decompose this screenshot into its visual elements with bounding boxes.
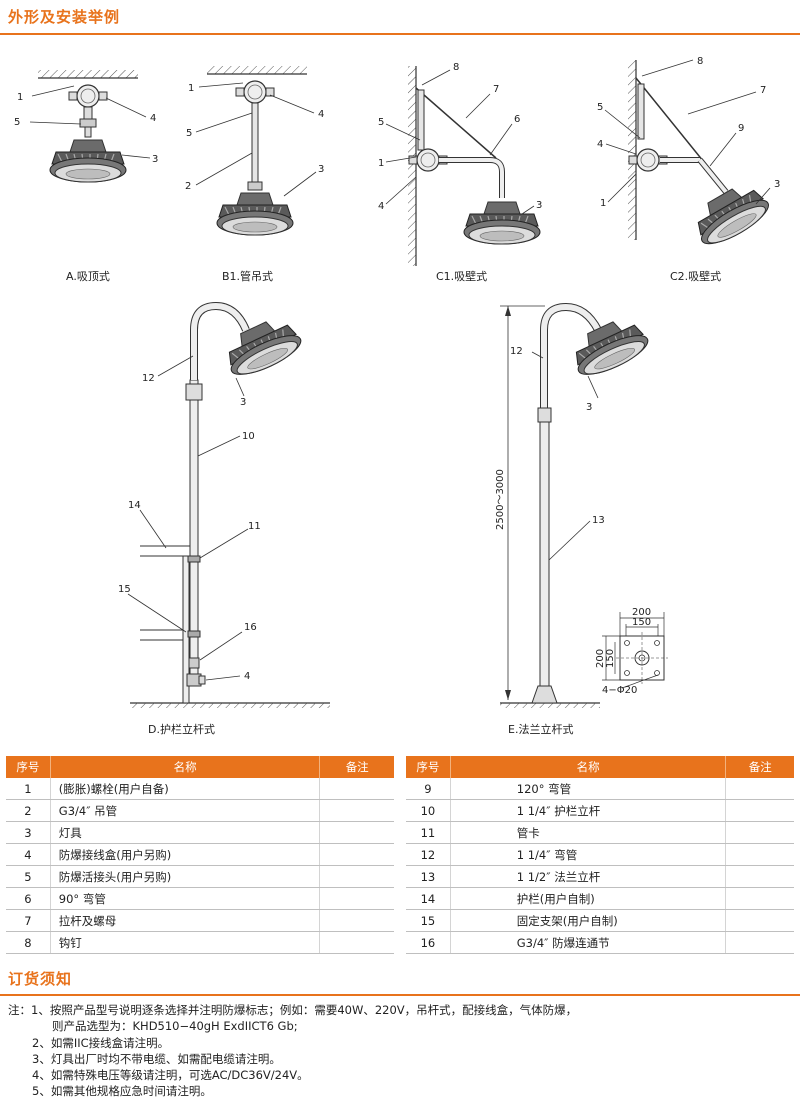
- callout-label: 5: [14, 117, 20, 128]
- callout-label: 3: [240, 397, 246, 408]
- callout-label: 3: [152, 154, 158, 165]
- diagram-e: 2500～3000 12 3 13 E.法兰立杆式: [495, 302, 668, 736]
- callout-label: 8: [453, 62, 459, 73]
- callout-label: 8: [697, 56, 703, 67]
- callout-label: 5: [378, 117, 384, 128]
- callout-label: 16: [244, 622, 257, 633]
- diagram-c1: 8 5 1 4 7 6 3 C1.吸壁式: [378, 62, 542, 283]
- section-divider: [0, 994, 800, 996]
- diagram-d: 12 3 10 14 11 15 16 4 D.护栏立杆式: [118, 301, 330, 736]
- callout-label: 1: [600, 198, 606, 209]
- callout-label: 14: [128, 500, 141, 511]
- header-name: 名称: [50, 756, 321, 778]
- note-line: 注：1、按照产品型号说明逐条选择并注明防爆标志；例如：需要40W、220V，吊杆…: [8, 1003, 578, 1017]
- note-line: 5、如需其他规格应急时间请注明。: [32, 1084, 212, 1099]
- table-row: 1(膨胀)螺栓(用户自备): [6, 778, 394, 800]
- callout-label: 5: [186, 128, 192, 139]
- callout-label: 3: [318, 164, 324, 175]
- section-divider: [0, 33, 800, 35]
- header-name: 名称: [450, 756, 727, 778]
- caption-b1: B1.管吊式: [222, 269, 273, 283]
- callout-label: 4: [378, 201, 384, 212]
- diagram-b1: 1 5 4 2 3 B1.管吊式: [185, 66, 324, 283]
- callout-label: 5: [597, 102, 603, 113]
- callout-label: 3: [586, 402, 592, 413]
- header-note: 备注: [319, 756, 394, 778]
- callout-label: 3: [536, 200, 542, 211]
- callout-label: 12: [142, 373, 155, 384]
- callout-label: 1: [188, 83, 194, 94]
- note-line: 4、如需特殊电压等级请注明，可选AC/DC36V/24V。: [32, 1068, 309, 1083]
- callout-label: 4: [244, 671, 250, 682]
- callout-label: 2: [185, 181, 191, 192]
- callout-label: 13: [592, 515, 605, 526]
- callout-label: 7: [760, 85, 766, 96]
- caption-c1: C1.吸壁式: [436, 269, 487, 283]
- ordering-notes: 注：1、按照产品型号说明逐条选择并注明防爆标志；例如：需要40W、220V，吊杆…: [8, 1002, 577, 1100]
- dimension-label: 200: [595, 649, 606, 668]
- installation-diagrams: 1 5 4 3 A.吸顶式 1 5 4 2 3 B1.管吊式: [14, 56, 780, 736]
- callout-label: 6: [514, 114, 520, 125]
- dimension-holes: 4−Φ20: [602, 685, 637, 696]
- dimension-height: 2500～3000: [495, 469, 506, 530]
- callout-label: 4: [150, 113, 156, 124]
- callout-label: 15: [118, 584, 131, 595]
- callout-label: 12: [510, 346, 523, 357]
- callout-label: 1: [17, 92, 23, 103]
- dimension-label: 200: [632, 607, 651, 618]
- caption-e: E.法兰立杆式: [508, 722, 573, 736]
- note-line: 2、如需IIC接线盒请注明。: [32, 1035, 170, 1050]
- header-no: 序号: [406, 756, 451, 778]
- caption-c2: C2.吸壁式: [670, 269, 721, 283]
- callout-label: 9: [738, 123, 744, 134]
- diagram-c2: 8 5 4 1 7 9 3 C2.吸壁式: [597, 56, 780, 283]
- callout-label: 3: [774, 179, 780, 190]
- note-line: 3、灯具出厂时均不带电缆、如需配电缆请注明。: [32, 1051, 281, 1066]
- callout-label: 4: [318, 109, 324, 120]
- callout-label: 1: [378, 158, 384, 169]
- caption-d: D.护栏立杆式: [148, 722, 215, 736]
- callout-label: 4: [597, 139, 603, 150]
- diagram-a: 1 5 4 3 A.吸顶式: [14, 70, 158, 283]
- header-no: 序号: [6, 756, 51, 778]
- dimension-label: 150: [632, 617, 651, 628]
- section-title-installation: 外形及安装举例: [8, 8, 121, 26]
- callout-label: 10: [242, 431, 255, 442]
- callout-label: 7: [493, 84, 499, 95]
- section-title-ordering: 订货须知: [8, 970, 73, 988]
- dimension-label: 150: [605, 649, 616, 668]
- note-line: 则产品选型为：KHD510−40gH ExdIICT6 Gb;: [52, 1019, 298, 1034]
- header-note: 备注: [725, 756, 794, 778]
- flange-plate-detail: 200 150 200 150 4−Φ20: [595, 607, 668, 696]
- caption-a: A.吸顶式: [66, 270, 110, 283]
- callout-label: 11: [248, 521, 261, 532]
